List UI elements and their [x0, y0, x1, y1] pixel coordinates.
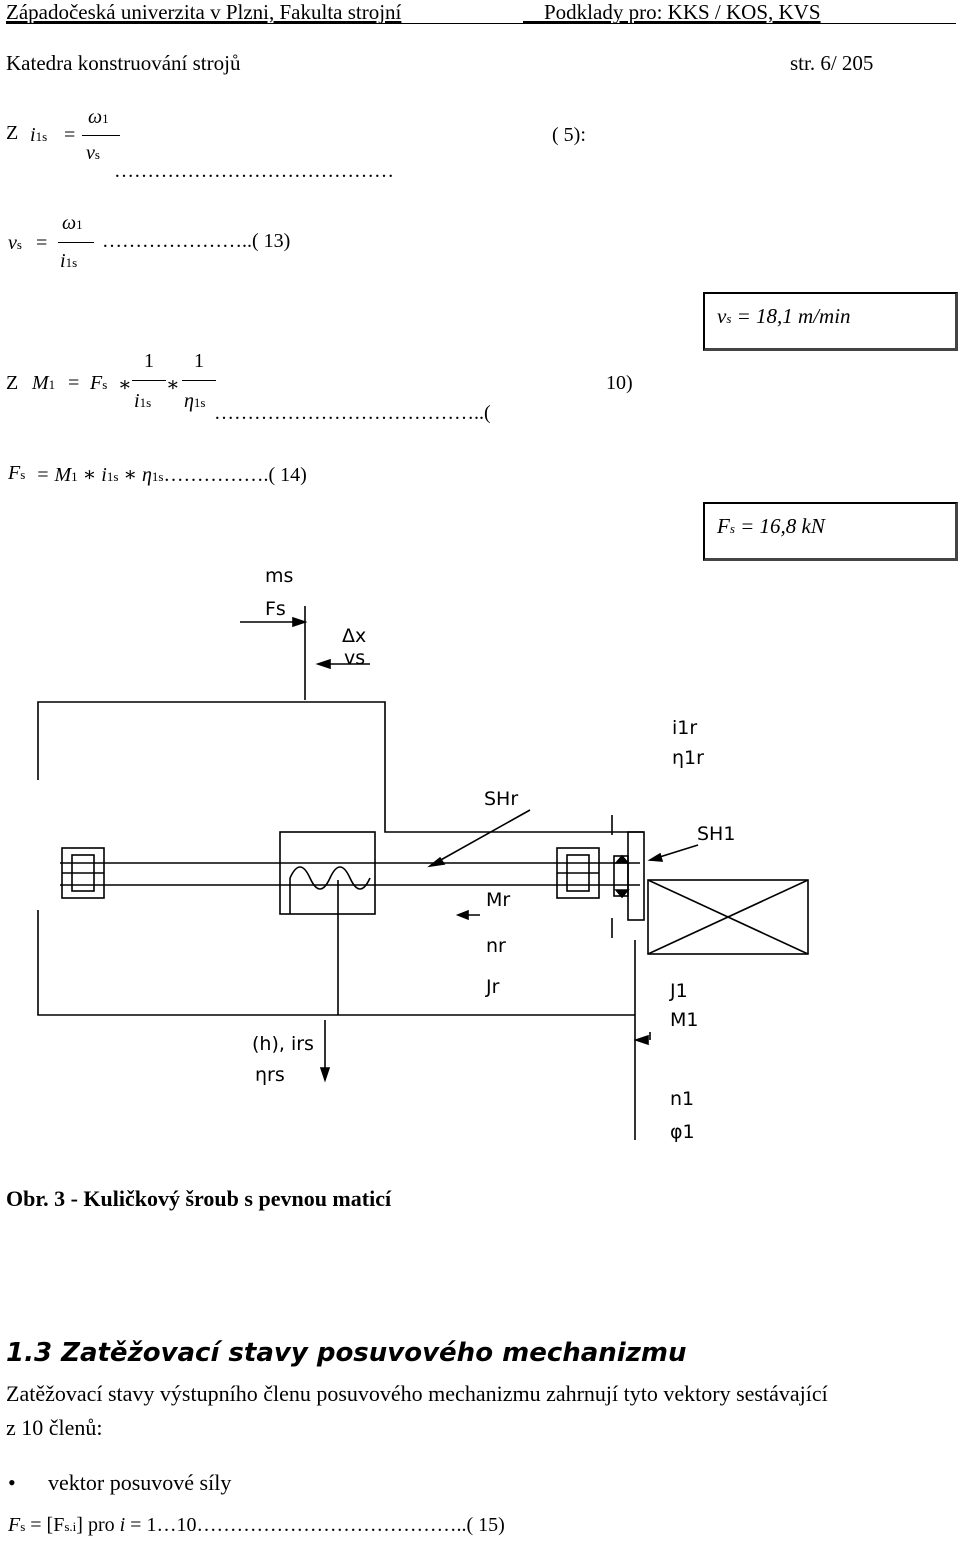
eq10-one1: 1 [144, 350, 154, 372]
section-paragraph-line2: z 10 členů: [6, 1415, 103, 1440]
eq10-ref: 10) [606, 372, 633, 394]
university-name: Západočeská univerzita v Plzni, Fakulta … [6, 0, 402, 24]
bullet-text: vektor posuvové síly [48, 1470, 232, 1495]
bullet-marker: • [8, 1470, 16, 1495]
eq5-numerator: ω1 [88, 106, 109, 128]
header-rule [6, 23, 956, 24]
result-box-vs: vs = 18,1 m/min [703, 292, 958, 351]
label-j1: J1 [669, 980, 688, 1002]
course-name: ​ Podklady pro: KKS / KOS, KVS [523, 0, 821, 24]
label-ms: ms [265, 565, 293, 587]
result-box-fs: Fs = 16,8 kN [703, 502, 958, 561]
label-eta1r: η1r [672, 747, 704, 769]
eq10-star2: ∗ [166, 374, 180, 396]
section-paragraph-line1: Zatěžovací stavy výstupního členu posuvo… [6, 1381, 828, 1406]
eq13-fraction-bar [58, 242, 94, 243]
department-name: Katedra konstruování strojů [6, 51, 241, 75]
eq13-denominator: i1s [60, 250, 78, 272]
eq10-lhs: M1 [32, 372, 56, 394]
label-sh1: SH1 [697, 823, 735, 845]
label-fs: Fs [265, 598, 286, 620]
label-nr: nr [486, 935, 506, 957]
eq10-dots: …………………………………..( [214, 402, 491, 424]
label-jr: Jr [485, 976, 500, 998]
eq5-equals: = [64, 124, 76, 146]
label-m1: M1 [670, 1009, 698, 1031]
label-i1r: i1r [672, 717, 697, 739]
eq14-lhs: Fs [8, 462, 26, 484]
label-etars: ηrs [255, 1064, 285, 1086]
eq10-force: Fs [90, 372, 108, 394]
eq5-fraction-bar [82, 135, 120, 136]
eq10-lead: Z [6, 372, 19, 394]
eq13-equals: = [36, 232, 48, 254]
eq5-dots: …………………………………… [114, 160, 394, 182]
eq10-den1: i1s [134, 390, 152, 412]
eq5-lhs: i1s [30, 124, 48, 146]
page-number: str. 6/ 205 [790, 51, 874, 75]
eq15: Fs = [Fs.i] pro i = 1…10…………………………………..(… [8, 1514, 505, 1536]
label-shr: SHr [484, 788, 518, 810]
eq10-equals: = [68, 372, 80, 394]
eq10-one2: 1 [194, 350, 204, 372]
eq5-ref: ( 5): [552, 124, 586, 146]
eq13-dots-ref: …………………..( 13) [102, 230, 291, 252]
section-heading: 1.3 Zatěžovací stavy posuvového mechaniz… [6, 1338, 687, 1368]
label-phi1: φ1 [670, 1121, 695, 1143]
label-hirs: (h), irs [252, 1033, 314, 1055]
eq10-fraction-bar1 [132, 380, 166, 381]
eq13-lhs: vs [8, 232, 22, 254]
eq10-den2: η1s [184, 390, 206, 412]
ball-screw-diagram: ms Fs Δx vs i1r η1r SHr SH1 Mr nr Jr J1 … [37, 565, 809, 1143]
eq5-lead: Z [6, 122, 19, 144]
label-dx: Δx [342, 625, 366, 647]
label-mr: Mr [486, 889, 510, 911]
eq14-rhs: = M1 ∗ i1s ∗ η1s…………….( 14) [36, 464, 307, 486]
eq10-star1: ∗ [118, 374, 132, 396]
eq10-fraction-bar2 [182, 380, 216, 381]
label-vs: vs [344, 647, 365, 669]
eq5-denominator: vs [86, 142, 100, 164]
eq13-numerator: ω1 [62, 212, 83, 234]
label-n1: n1 [670, 1088, 694, 1110]
figure-caption: Obr. 3 - Kuličkový šroub s pevnou maticí [6, 1186, 392, 1211]
